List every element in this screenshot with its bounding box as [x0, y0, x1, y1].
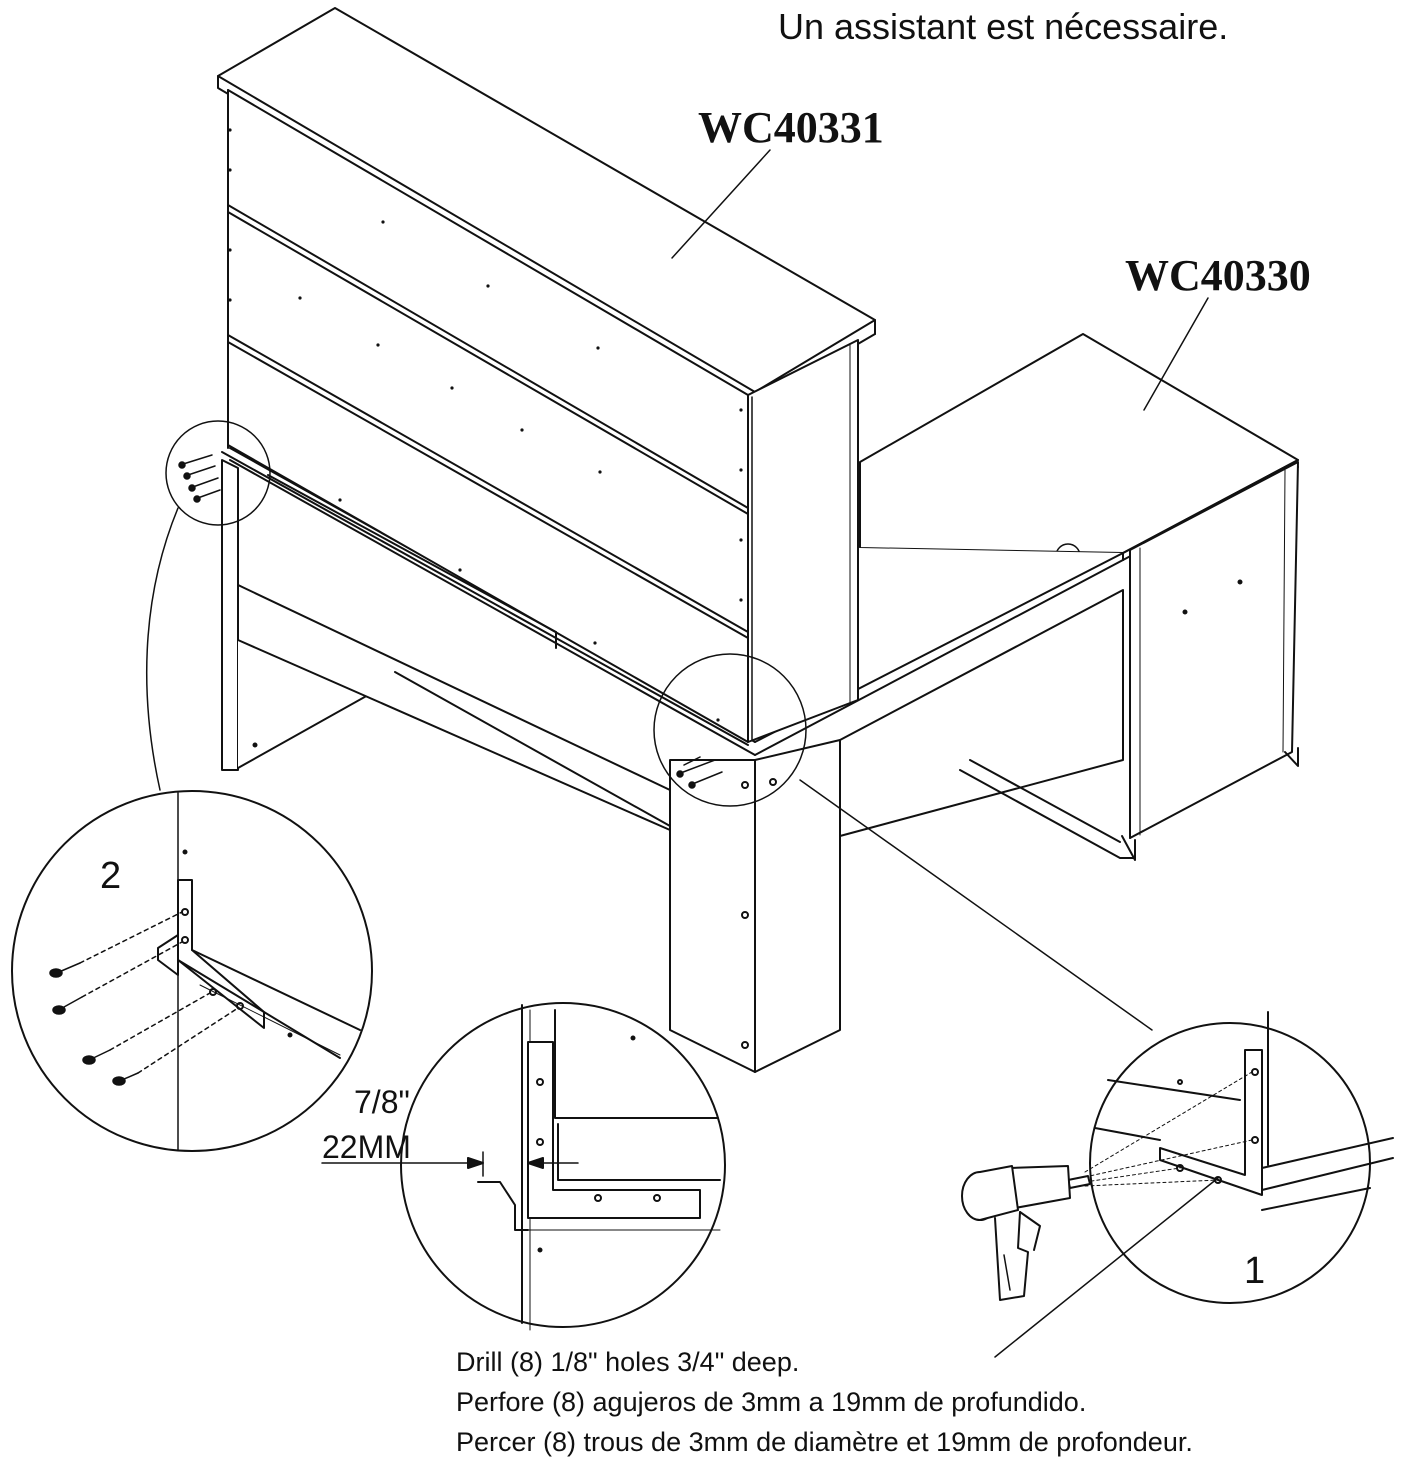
hutch-side — [747, 339, 859, 743]
left-corner-detail-callout — [165, 420, 271, 526]
desk-leader-line — [1143, 297, 1209, 411]
step-number-1: 1 — [1244, 1250, 1265, 1292]
detail-circle-dimension — [321, 1002, 726, 1331]
hutch-leader-line — [671, 149, 771, 259]
drill-icon — [961, 1165, 1091, 1301]
desk-front-leg — [669, 739, 841, 1073]
assistant-required-note: Un assistant est nécessaire. — [778, 6, 1229, 47]
dimension-metric-label: 22MM — [322, 1129, 411, 1165]
drilling-instructions: Drill (8) 1/8" holes 3/4" deep. Perfore … — [456, 1342, 1193, 1462]
desk-part-label: WC40330 — [1125, 251, 1311, 300]
hutch-back — [227, 89, 749, 743]
desk-pedestal — [1121, 461, 1299, 861]
instruction-spanish: Perfore (8) agujeros de 3mm a 19mm de pr… — [456, 1387, 1087, 1417]
right-corner-detail-callout — [653, 653, 807, 807]
detail-circle-2 — [11, 790, 373, 1152]
step-number-2: 2 — [100, 855, 121, 897]
connector-left — [146, 507, 179, 791]
instruction-english: Drill (8) 1/8" holes 3/4" deep. — [456, 1347, 800, 1377]
connector-right — [799, 779, 1153, 1031]
hutch-rail — [221, 451, 749, 746]
instruction-french: Percer (8) trous de 3mm de diamètre et 1… — [456, 1427, 1193, 1457]
hutch-part-label: WC40331 — [698, 103, 884, 152]
detail-circle-1 — [1084, 1011, 1394, 1304]
dimension-imperial-label: 7/8" — [354, 1084, 410, 1120]
instruction-leader-line — [994, 1177, 1219, 1358]
